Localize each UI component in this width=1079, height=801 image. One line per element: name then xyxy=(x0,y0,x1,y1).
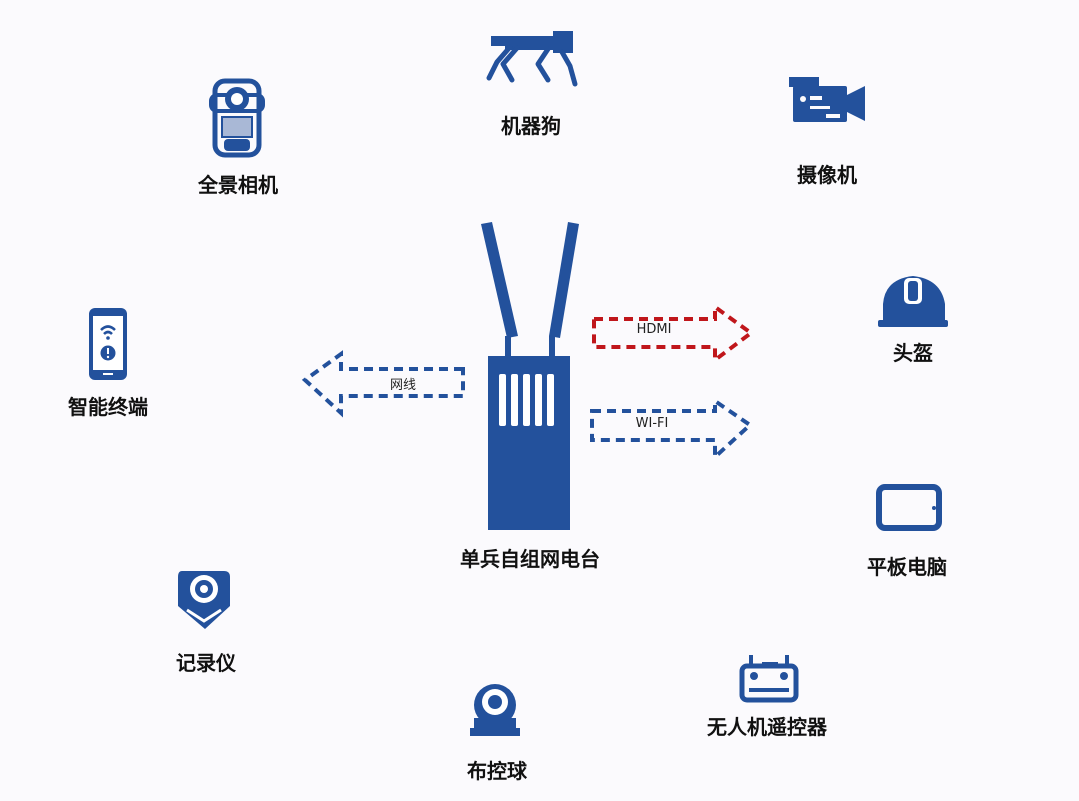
drone-remote-label: 无人机遥控器 xyxy=(707,715,827,739)
helmet-icon xyxy=(878,276,948,327)
smart-terminal-label: 智能终端 xyxy=(68,395,148,419)
center-label: 单兵自组网电台 xyxy=(460,547,600,571)
video-camera-icon xyxy=(789,77,865,122)
hdmi-label: HDMI xyxy=(636,322,672,337)
body-recorder-icon xyxy=(178,571,230,629)
wifi-arrow xyxy=(590,397,754,462)
smartphone-icon xyxy=(89,308,127,380)
ptz-ball-label: 布控球 xyxy=(467,759,527,783)
wifi-label: WI-FI xyxy=(635,416,669,431)
ptz-dome-camera-icon xyxy=(470,684,520,736)
drone-remote-icon xyxy=(739,655,799,703)
cable-arrow xyxy=(301,350,465,418)
robot-dog-icon xyxy=(486,31,578,87)
tablet-label: 平板电脑 xyxy=(867,555,947,579)
recorder-label: 记录仪 xyxy=(176,651,236,675)
panoramic-camera-icon xyxy=(209,78,265,158)
cable-label: 网线 xyxy=(389,378,417,393)
hdmi-arrow xyxy=(592,303,755,364)
panoramic-camera-label: 全景相机 xyxy=(198,173,278,197)
robot-dog-label: 机器狗 xyxy=(501,114,561,138)
radio-device-icon xyxy=(481,222,579,530)
camera-label: 摄像机 xyxy=(797,163,857,187)
helmet-label: 头盔 xyxy=(893,341,933,365)
tablet-icon xyxy=(876,484,942,531)
